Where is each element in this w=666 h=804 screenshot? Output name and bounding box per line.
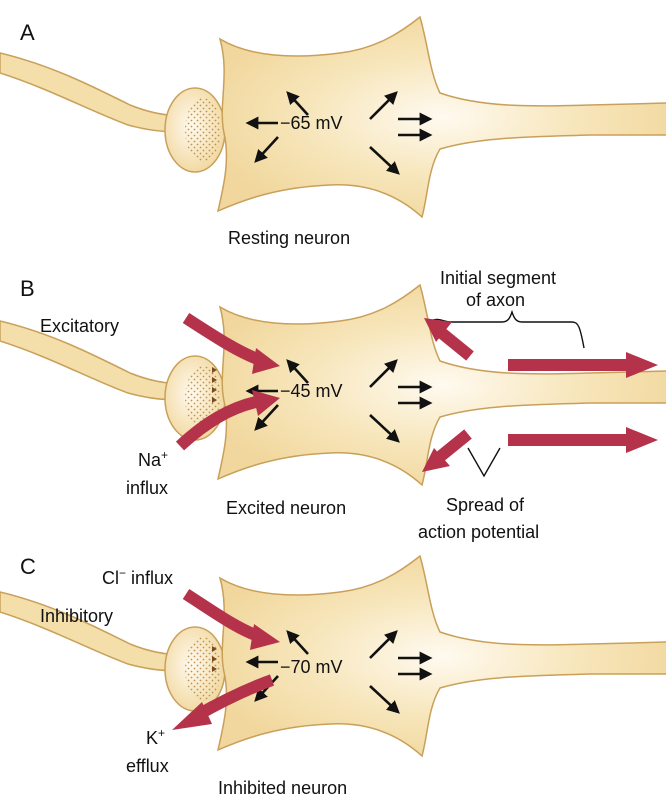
ap-arrow-back-lower-head [422,448,450,472]
panel-letter-a: A [20,20,35,45]
membrane-potential-b: −45 mV [280,381,343,401]
k-efflux-label-symbol: K+ [146,726,165,748]
membrane-potential-c: −70 mV [280,657,343,677]
cl-influx-arrow-head [250,624,280,650]
receptor-marks-c [212,646,217,672]
na-influx-arrow-lower-head [252,390,280,416]
ap-arrow-back-upper [434,325,474,361]
na-influx-arrow-upper [182,312,263,366]
ap-arrow-forward-upper-head [626,352,658,378]
neuron-c [0,556,666,756]
spread-label-2: action potential [418,522,539,542]
excitatory-label: Excitatory [40,316,119,336]
panel-a: A −65 mV Resting neuron [0,17,666,248]
receptor-marks-b [212,367,217,403]
k-efflux-label-word: efflux [126,756,169,776]
axon-segment-label-2: of axon [466,290,525,310]
panel-b: B Excitatory −45 mV Excited neuron Na+ i… [0,268,666,542]
action-potential-arrows [422,318,658,472]
cl-influx-label: Cl− influx [102,566,173,588]
panel-letter-b: B [20,276,35,301]
spread-pointer [467,447,501,478]
k-efflux-arrow-head [172,702,212,730]
inhibitory-label: Inhibitory [40,606,113,626]
panel-letter-c: C [20,554,36,579]
caption-c: Inhibited neuron [218,778,347,798]
na-influx-arrows [175,312,280,451]
spread-label-1: Spread of [446,495,525,515]
na-influx-arrow-upper-head [252,348,280,374]
cl-influx-arrow [182,588,261,642]
membrane-potential-a: −65 mV [280,113,343,133]
ap-arrow-back-upper-head [424,318,452,342]
caption-a: Resting neuron [228,228,350,248]
ap-arrow-back-lower [432,429,472,465]
na-influx-label-word: influx [126,478,168,498]
na-influx-arrow-lower [175,396,258,451]
ap-arrow-forward-lower-head [626,427,658,453]
panel-c: C Inhibitory −70 mV Inhibited neuron Cl−… [0,554,666,798]
ion-flow-arrows-c [172,588,280,730]
na-influx-label-symbol: Na+ [138,448,168,470]
caption-b: Excited neuron [226,498,346,518]
axon-segment-label-1: Initial segment [440,268,556,288]
